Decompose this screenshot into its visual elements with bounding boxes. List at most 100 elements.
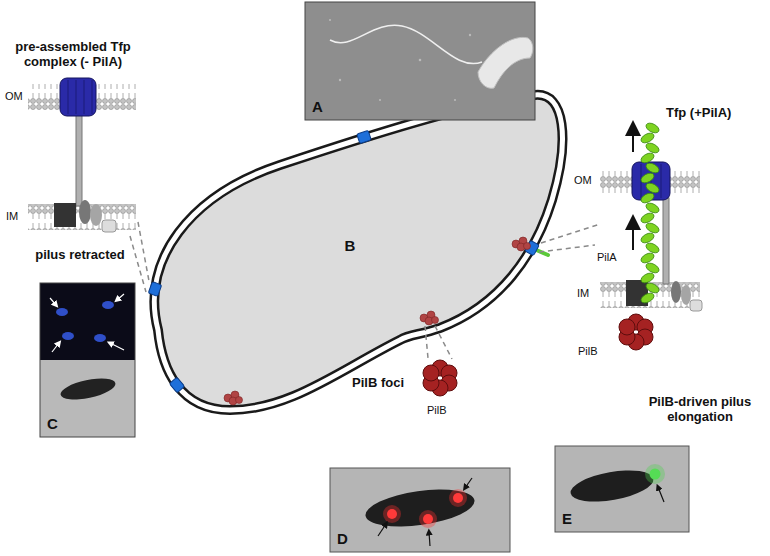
- pilus-filament: [644, 121, 660, 135]
- secretin: [671, 281, 681, 303]
- pilus-filament: [639, 291, 655, 305]
- sem-image: [330, 25, 482, 63]
- panel-letter: A: [312, 99, 323, 114]
- pilus-filament: [639, 191, 655, 205]
- secretin: [92, 80, 93, 114]
- fluorescence-image: [465, 478, 472, 488]
- fluorescence-image: [568, 465, 656, 507]
- direction-arrow: [632, 128, 634, 250]
- secretin: [661, 164, 662, 198]
- pilus-filament: [644, 181, 660, 195]
- membrane-bilayer: [600, 282, 700, 308]
- fluorescence-image: [378, 524, 386, 536]
- pilus-filament: [639, 251, 655, 265]
- sem-image: [419, 59, 422, 62]
- fluorescence-image: [330, 468, 510, 552]
- fluorescence-image: [363, 484, 477, 533]
- direction-arrow: [632, 128, 634, 152]
- sem-image: [305, 2, 535, 120]
- secretin: [79, 200, 91, 224]
- pilb-hexamer: [423, 360, 457, 396]
- pilus-filament: [644, 261, 660, 275]
- sem-image: [329, 19, 331, 21]
- secretin: [690, 300, 702, 311]
- pilb-focus: [524, 243, 531, 250]
- fluorescence-image: [59, 374, 118, 403]
- fluorescence-image: [40, 283, 135, 437]
- fluorescence-image: [383, 505, 401, 523]
- fluorescence-image: [555, 446, 689, 532]
- secretin: [76, 80, 77, 114]
- secretin: [681, 285, 691, 305]
- panel-label-box: A: [305, 2, 535, 120]
- pilus-filament: [644, 241, 660, 255]
- tfp-complex-marker: [148, 130, 548, 392]
- zoom-leader: [435, 326, 452, 359]
- fluorescence-image: [650, 469, 661, 480]
- pilus-filament: [644, 221, 660, 235]
- pilus-filament: [639, 121, 660, 305]
- protein-label: PilA: [597, 251, 617, 264]
- panel-label-box: E: [555, 446, 689, 532]
- fluorescence-image: [453, 493, 463, 503]
- fluorescence-image: [419, 510, 437, 528]
- pilb-focus: [432, 317, 439, 324]
- pilus-filament: [644, 281, 660, 295]
- sem-image: [379, 99, 381, 101]
- fluorescence-image: [40, 360, 135, 437]
- tfp-complex-marker: [148, 282, 162, 297]
- cell-outline: [154, 95, 562, 410]
- secretin: [84, 80, 85, 114]
- fluorescence-image: [102, 301, 114, 309]
- panel-letter: E: [562, 511, 572, 526]
- fluorescence-image: [449, 489, 467, 507]
- fluorescence-image: [94, 334, 106, 342]
- fluorescence-image: [555, 446, 689, 532]
- sem-image: [339, 79, 341, 81]
- fluorescence-image: [50, 298, 56, 305]
- sem-image: [478, 37, 533, 88]
- panel-letter: B: [345, 238, 356, 253]
- panel-letter: D: [337, 531, 348, 546]
- inset-title: Tfp (+PilA): [666, 106, 731, 121]
- cell-body: B: [170, 150, 530, 340]
- pilus-filament: [639, 151, 655, 165]
- state-caption: pilus retracted: [16, 248, 144, 263]
- membrane-label: IM: [577, 287, 589, 300]
- secretin: [102, 220, 116, 232]
- secretin: [90, 204, 102, 226]
- cell-outline: [154, 95, 562, 410]
- pilus-filament: [644, 141, 660, 155]
- fluorescence-image: [387, 509, 397, 519]
- fluorescence-image: [52, 343, 59, 352]
- pilus-filament: [639, 131, 655, 145]
- tfp-complex-marker: [169, 377, 184, 393]
- pilb-focus: [224, 237, 531, 405]
- pilus-filament: [639, 171, 655, 185]
- direction-arrow: [632, 222, 634, 250]
- fluorescence-image: [40, 283, 135, 360]
- tfp-complex-marker: [357, 130, 372, 143]
- pilus-filament: [644, 201, 660, 215]
- pilus-filament: [639, 271, 655, 285]
- secretin: [54, 203, 76, 227]
- state-caption: PilB-driven pilus elongation: [636, 395, 764, 425]
- fluorescence-image: [429, 532, 430, 546]
- pilus-filament: [644, 161, 660, 175]
- pilb-focus: [236, 397, 243, 404]
- pilus-filament: [639, 211, 655, 225]
- secretin: [76, 114, 82, 206]
- fluorescence-image: [110, 343, 124, 350]
- pilb-hexamer: [423, 365, 439, 381]
- pilb-hexamer: [619, 319, 635, 335]
- zoom-leader: [425, 326, 428, 358]
- fluorescence-image: [423, 514, 433, 524]
- fluorescence-image: [658, 487, 664, 502]
- fluorescence-image: [117, 294, 124, 300]
- zoom-leader: [541, 224, 600, 243]
- fluorescence-image: [62, 332, 74, 340]
- pilus-filament: [639, 231, 655, 245]
- secretin: [54, 78, 116, 232]
